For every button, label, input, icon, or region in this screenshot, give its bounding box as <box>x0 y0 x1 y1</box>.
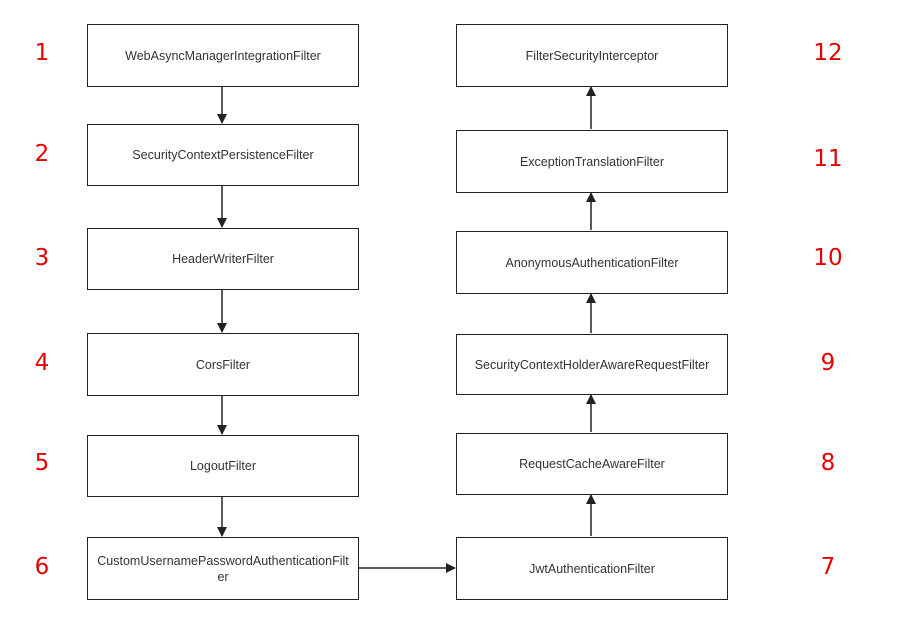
step-number-10: 10 <box>813 245 843 271</box>
step-number-8: 8 <box>820 450 836 476</box>
step-number-1: 1 <box>34 40 50 66</box>
filter-box-11: ExceptionTranslationFilter <box>456 130 728 193</box>
step-number-4: 4 <box>34 350 50 376</box>
filter-box-10: AnonymousAuthenticationFilter <box>456 231 728 294</box>
filter-label: LogoutFilter <box>189 459 256 473</box>
filter-box-8: RequestCacheAwareFilter <box>456 433 728 495</box>
filter-label: ExceptionTranslationFilter <box>519 154 665 169</box>
filter-box-7: JwtAuthenticationFilter <box>456 537 728 600</box>
filter-label: JwtAuthenticationFilter <box>529 561 655 576</box>
filter-box-5: LogoutFilter <box>87 435 359 497</box>
filter-box-6: CustomUsernamePasswordAuthenticationFilt… <box>87 537 359 600</box>
filter-label: CorsFilter <box>195 357 251 372</box>
filter-box-3: HeaderWriterFilter <box>87 228 359 290</box>
filter-label: FilterSecurityInterceptor <box>525 48 659 63</box>
step-number-5: 5 <box>34 450 50 476</box>
filter-box-4: CorsFilter <box>87 333 359 396</box>
step-number-7: 7 <box>820 554 836 580</box>
filter-label: AnonymousAuthenticationFilter <box>505 255 679 270</box>
filter-label: CustomUsernamePasswordAuthenticationFilt… <box>97 553 349 584</box>
step-number-6: 6 <box>34 554 50 580</box>
step-number-12: 12 <box>813 40 843 66</box>
step-number-11: 11 <box>813 146 843 172</box>
filter-box-12: FilterSecurityInterceptor <box>456 24 728 87</box>
filter-label: SecurityContextPersistenceFilter <box>132 148 314 162</box>
filter-box-1: WebAsyncManagerIntegrationFilter <box>87 24 359 87</box>
filter-label: WebAsyncManagerIntegrationFilter <box>125 48 321 63</box>
filter-box-9: SecurityContextHolderAwareRequestFilter <box>456 334 728 395</box>
filter-label: SecurityContextHolderAwareRequestFilter <box>474 357 710 372</box>
step-number-9: 9 <box>820 350 836 376</box>
filter-box-2: SecurityContextPersistenceFilter <box>87 124 359 186</box>
filter-label: HeaderWriterFilter <box>172 252 274 266</box>
step-number-3: 3 <box>34 245 50 271</box>
step-number-2: 2 <box>34 141 50 167</box>
filter-label: RequestCacheAwareFilter <box>519 457 665 471</box>
